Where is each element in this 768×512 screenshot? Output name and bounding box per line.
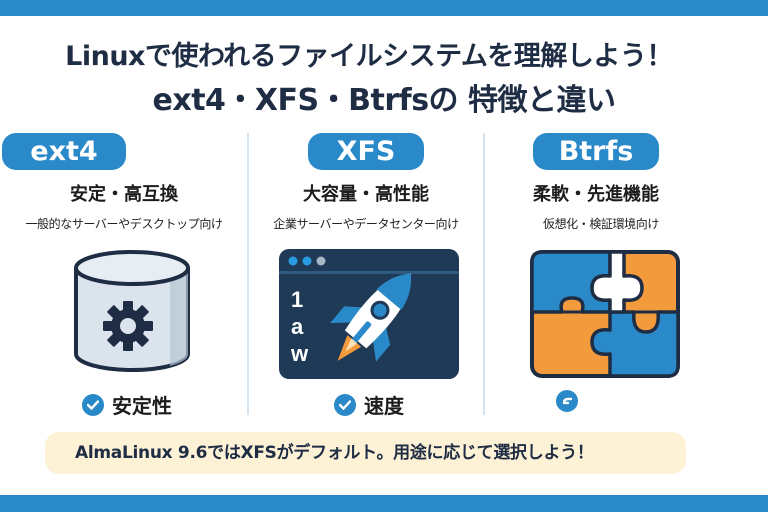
- column-divider-1: [247, 133, 249, 415]
- top-bar: [0, 0, 768, 16]
- column-heading: 大容量・高性能: [303, 184, 429, 205]
- column-divider-2: [483, 133, 485, 415]
- column-ext4: ext4 安定・高互換 一般的なサーバーやデスクトップ向け: [2, 133, 244, 232]
- column-heading: 安定・高互換: [70, 184, 178, 205]
- puzzle-icon: [530, 250, 680, 378]
- bottom-bar: [0, 495, 768, 512]
- database-gear-icon: [70, 246, 195, 376]
- column-heading: 柔軟・先進機能: [533, 184, 659, 205]
- check-circle-icon: [556, 390, 578, 412]
- feature-xfs: 速度: [334, 390, 404, 419]
- window-char-1: 1: [291, 287, 303, 312]
- check-circle-icon: [334, 393, 356, 416]
- feature-label: 速度: [364, 394, 404, 418]
- column-subtitle: 企業サーバーやデータセンター向け: [273, 217, 459, 231]
- fs-badge-xfs: XFS: [308, 133, 424, 170]
- feature-btrfs: [556, 390, 586, 412]
- page-title-line2: ext4・XFS・Btrfsの 特徴と違い: [152, 83, 617, 118]
- default-fs-note: AlmaLinux 9.6ではXFSがデフォルト。用途に応じて選択しよう！: [45, 432, 686, 474]
- column-subtitle: 一般的なサーバーやデスクトップ向け: [25, 217, 223, 231]
- rocket-window-icon: 1 a w: [279, 249, 459, 379]
- feature-ext4: 安定性: [82, 390, 172, 419]
- window-char-2: a: [291, 314, 304, 339]
- feature-label: 安定性: [112, 394, 172, 418]
- window-char-3: w: [290, 341, 309, 366]
- check-circle-icon: [82, 393, 104, 416]
- page-title-line1: Linuxで使われるファイルシステムを理解しよう！: [65, 41, 673, 72]
- column-subtitle: 仮想化・検証環境向け: [542, 217, 659, 231]
- fs-badge-ext4: ext4: [2, 133, 126, 170]
- fs-badge-btrfs: Btrfs: [533, 133, 659, 170]
- column-xfs: XFS 大容量・高性能 企業サーバーやデータセンター向け: [250, 133, 482, 232]
- column-btrfs: Btrfs 柔軟・先進機能 仮想化・検証環境向け: [486, 133, 726, 232]
